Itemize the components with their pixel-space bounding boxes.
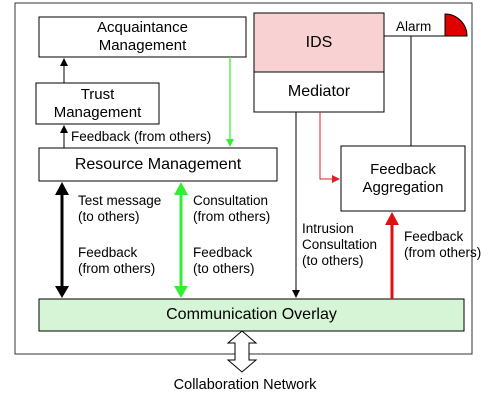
consultation-label-2: (from others): [193, 209, 271, 224]
acquaintance-management-box: [38, 16, 247, 58]
network-double-arrow: [226, 330, 258, 373]
alarm-icon: [444, 13, 468, 37]
collaboration-network-label: Collaboration Network: [173, 377, 317, 393]
feedback-mid-label-1: Feedback: [193, 245, 253, 260]
consultation-label-1: Consultation: [193, 193, 269, 208]
feedback-aggregation-box: [340, 145, 466, 212]
resource-management-label: Resource Management: [39, 148, 277, 181]
resource-management-box: [38, 147, 278, 182]
feedback-right-label-2: (from others): [404, 245, 482, 260]
intrusion-label-1: Intrusion: [302, 221, 354, 236]
intrusion-label-2: Consultation: [302, 237, 378, 252]
ids-text: IDS: [305, 33, 333, 51]
arrow-mediator-to-aggregation: [319, 112, 340, 183]
trust-management-label: Trust Management: [36, 83, 159, 124]
test-message-label-1: Test message: [78, 193, 162, 208]
feedback-from-others-label: Feedback (from others): [71, 129, 212, 144]
ids-box: [253, 12, 385, 73]
arrowhead-black-down: [55, 286, 69, 298]
arrowhead-green-up: [174, 182, 188, 195]
trust-management-text: Trust Management: [53, 85, 142, 121]
mediator-box: [253, 71, 385, 113]
communication-overlay-box: [38, 298, 465, 332]
communication-overlay-label: Communication Overlay: [39, 299, 464, 331]
arrowhead-red-up: [385, 212, 399, 225]
resource-management-text: Resource Management: [74, 155, 242, 173]
feedback-aggregation-label: Feedback Aggregation: [341, 146, 465, 211]
arrowhead-black-up: [55, 182, 69, 195]
mediator-label: Mediator: [254, 72, 384, 112]
feedback-mid-label-2: (to others): [193, 261, 255, 276]
test-message-label-2: (to others): [78, 209, 140, 224]
feedback-aggregation-text: Feedback Aggregation: [362, 160, 444, 196]
acquaintance-management-label: Acquaintance Management: [39, 17, 246, 57]
feedback-left-label-1: Feedback: [78, 245, 138, 260]
feedback-right-label-1: Feedback: [404, 229, 464, 244]
alarm-label: Alarm: [396, 19, 432, 34]
intrusion-label-3: (to others): [302, 253, 364, 268]
trust-management-box: [35, 82, 160, 125]
mediator-text: Mediator: [287, 83, 351, 100]
communication-overlay-text: Communication Overlay: [166, 306, 337, 323]
ids-label: IDS: [254, 13, 384, 72]
feedback-left-label-2: (from others): [78, 261, 156, 276]
acquaintance-management-text: Acquaintance Management: [97, 19, 188, 54]
arrowhead-green-down: [174, 286, 188, 298]
